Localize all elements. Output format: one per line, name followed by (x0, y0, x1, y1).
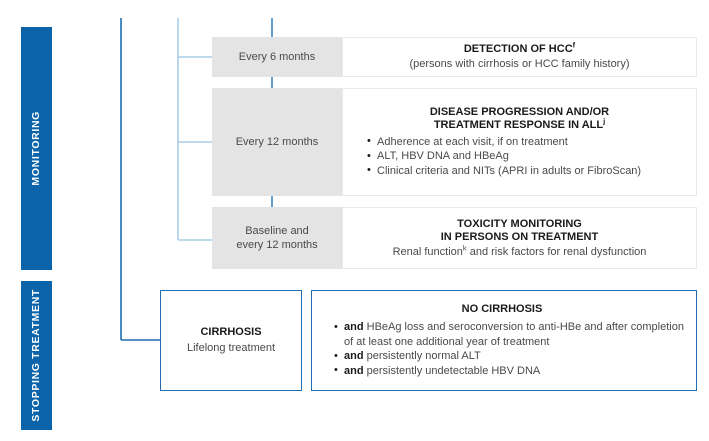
section-bar-monitoring: MONITORING (21, 27, 52, 270)
cirrhosis-subtitle: Lifelong treatment (186, 342, 276, 355)
disease-progression-bullet-list: Adherence at each visit, if on treatment… (353, 134, 686, 179)
detection-of-hcc-title-text: DETECTION OF HCC (463, 43, 573, 56)
section-bar-stopping-treatment-label: STOPPING TREATMENT (30, 289, 43, 422)
list-item-bold: and (344, 364, 364, 377)
frequency-label: Every 12 months (235, 136, 319, 148)
list-item: and HBeAg loss and seroconversion to ant… (334, 320, 684, 349)
box-cirrhosis: CIRRHOSIS Lifelong treatment (160, 290, 302, 391)
toxicity-monitoring-title-line1: TOXICITY MONITORING (457, 217, 582, 230)
cirrhosis-title: CIRRHOSIS (200, 325, 262, 338)
row-detection-of-hcc: Every 6 months DETECTION OF HCCf (person… (212, 37, 697, 77)
list-item: and persistently undetectable HBV DNA (334, 363, 684, 379)
list-item: Adherence at each visit, if on treatment (367, 134, 686, 150)
section-bar-monitoring-label: MONITORING (30, 111, 43, 186)
no-cirrhosis-title: NO CIRRHOSIS (461, 302, 543, 315)
toxicity-monitoring-footnote-marker: k (462, 242, 467, 252)
list-item: ALT, HBV DNA and HBeAg (367, 149, 686, 164)
list-item-bold: and (344, 350, 364, 363)
toxicity-monitoring-subtitle-pre: Renal function (392, 245, 463, 258)
no-cirrhosis-bullet-list: and HBeAg loss and seroconversion to ant… (320, 320, 684, 378)
disease-progression-title-line2-text: TREATMENT RESPONSE IN ALL (433, 119, 604, 132)
toxicity-monitoring-subtitle-post: and risk factors for renal dysfunction (466, 245, 647, 258)
detection-of-hcc-title: DETECTION OF HCCf (353, 40, 686, 57)
section-bar-stopping-treatment: STOPPING TREATMENT (21, 281, 52, 430)
list-item-text: persistently undetectable HBV DNA (363, 364, 541, 377)
frequency-label-line1: Baseline and (245, 225, 309, 237)
frequency-label: Every 6 months (238, 51, 316, 63)
content-cell-detection-of-hcc: DETECTION OF HCCf (persons with cirrhosi… (342, 37, 697, 77)
toxicity-monitoring-subtitle: Renal functionk and risk factors for ren… (353, 242, 686, 259)
disease-progression-title-line2: TREATMENT RESPONSE IN ALLj (353, 116, 686, 133)
detection-of-hcc-footnote-marker: f (572, 40, 576, 50)
content-cell-toxicity-monitoring: TOXICITY MONITORING IN PERSONS ON TREATM… (342, 207, 697, 269)
list-item-text: HBeAg loss and seroconversion to anti-HB… (344, 321, 684, 348)
frequency-label: Baseline and every 12 months (236, 224, 317, 252)
disease-progression-title-line1: DISEASE PROGRESSION AND/OR (429, 105, 610, 118)
row-disease-progression: Every 12 months DISEASE PROGRESSION AND/… (212, 88, 697, 196)
list-item: and persistently normal ALT (334, 349, 684, 364)
list-item: Clinical criteria and NITs (APRI in adul… (367, 163, 686, 179)
list-item-bold: and (344, 321, 364, 334)
detection-of-hcc-subtitle: (persons with cirrhosis or HCC family hi… (409, 57, 630, 70)
frequency-label-line2: every 12 months (236, 239, 318, 251)
frequency-cell-every-6-months: Every 6 months (212, 37, 342, 77)
frequency-cell-every-12-months: Every 12 months (212, 88, 342, 196)
box-no-cirrhosis: NO CIRRHOSIS and HBeAg loss and seroconv… (311, 290, 697, 391)
frequency-cell-baseline-and-every-12-months: Baseline and every 12 months (212, 207, 342, 269)
list-item-text: persistently normal ALT (363, 350, 481, 363)
disease-progression-footnote-marker: j (603, 116, 606, 126)
row-toxicity-monitoring: Baseline and every 12 months TOXICITY MO… (212, 207, 697, 269)
content-cell-disease-progression: DISEASE PROGRESSION AND/OR TREATMENT RES… (342, 88, 697, 196)
toxicity-monitoring-title-line2: IN PERSONS ON TREATMENT (440, 231, 599, 243)
